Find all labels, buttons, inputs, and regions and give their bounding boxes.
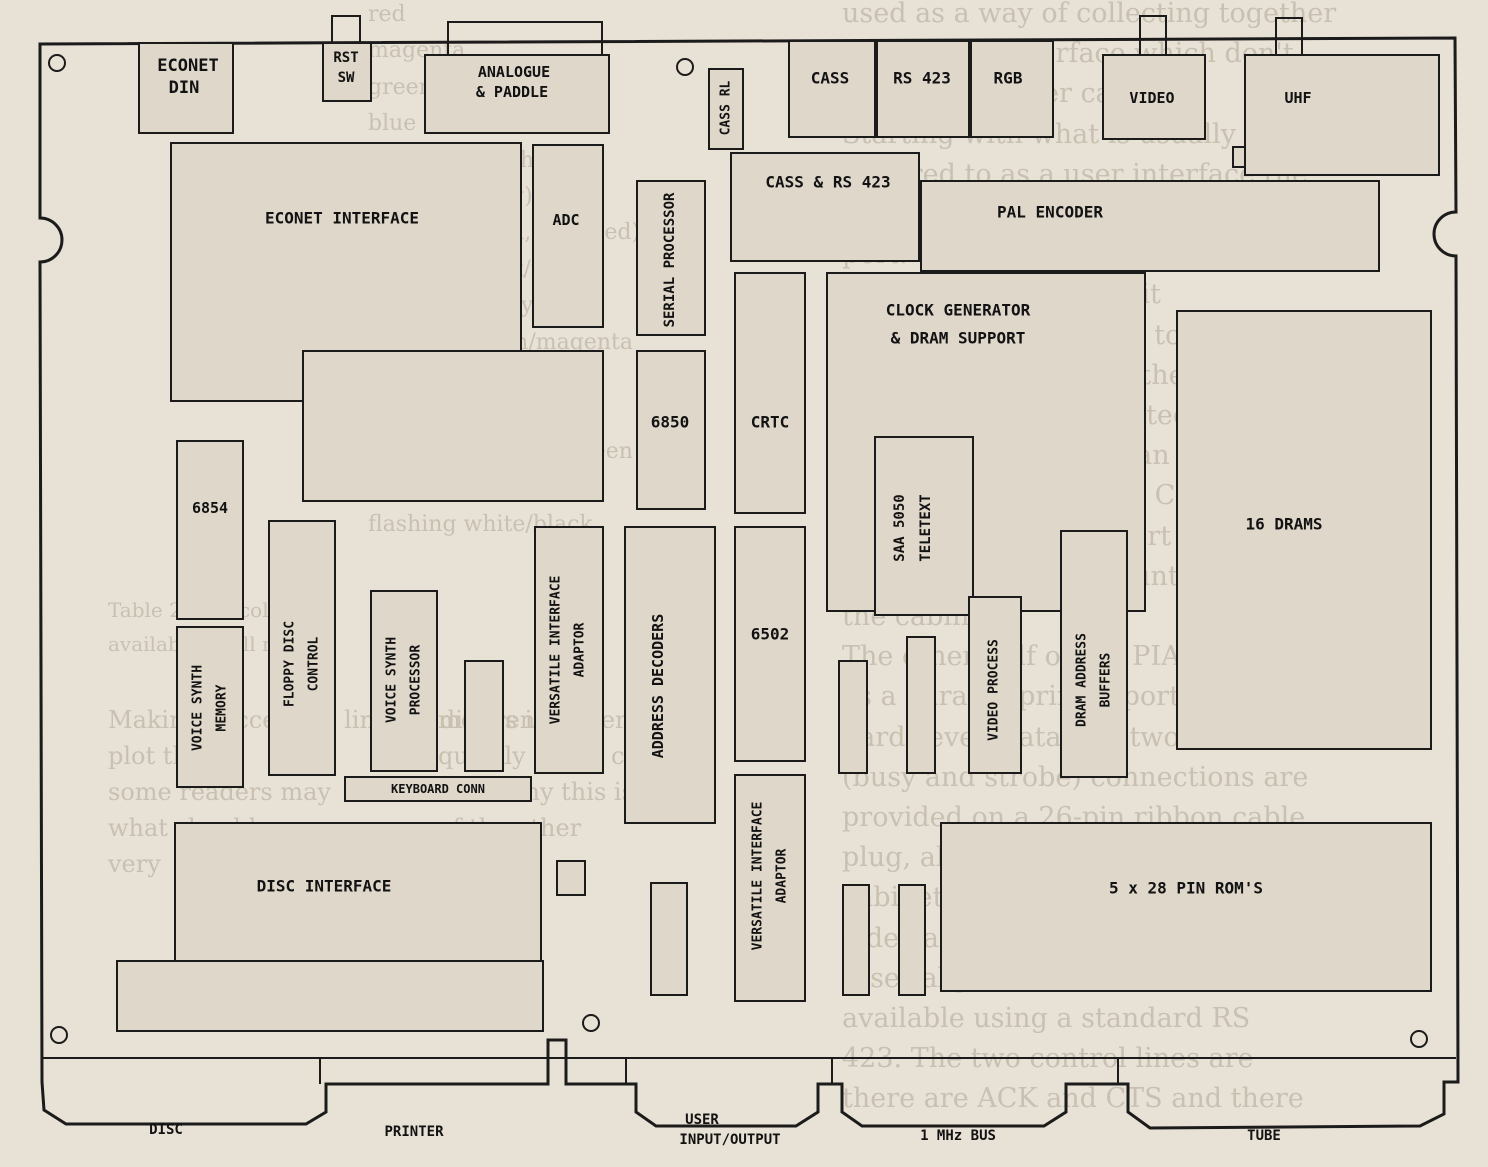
analogue-paddle-label-2: & PADDLE bbox=[475, 83, 549, 101]
video-tab bbox=[1139, 15, 1167, 57]
clock-generator-label-2: & DRAM SUPPORT bbox=[890, 328, 1026, 348]
crtc-label: CRTC bbox=[750, 412, 790, 432]
disc-interface bbox=[174, 822, 542, 962]
via-upper-label-1: VERSATILE INTERFACE bbox=[548, 575, 564, 725]
saa5050-teletext-chip bbox=[874, 436, 974, 616]
small-chip bbox=[464, 660, 504, 772]
rs423-label: RS 423 bbox=[893, 68, 951, 88]
dram-address-buffers-label-2: BUFFERS bbox=[1098, 652, 1114, 708]
versatile-interface-adaptor-lower bbox=[734, 774, 806, 1002]
rst-switch-tab bbox=[331, 15, 361, 45]
uhf-modulator bbox=[1244, 54, 1440, 176]
keyboard-conn-label: KEYBOARD CONN bbox=[391, 782, 485, 796]
chip-6850-label: 6850 bbox=[650, 412, 690, 432]
tube-edge-label: TUBE bbox=[1247, 1128, 1281, 1144]
uhf-tab-small bbox=[1232, 146, 1246, 168]
1mhz-bus-edge-label: 1 MHz BUS bbox=[920, 1128, 996, 1144]
mounting-hole bbox=[48, 54, 66, 72]
analogue-tab bbox=[447, 21, 603, 57]
mounting-hole bbox=[676, 58, 694, 76]
board-edge bbox=[38, 36, 1460, 1130]
saa5050-label-2: TELETEXT bbox=[918, 494, 934, 562]
printer-edge-label: PRINTER bbox=[384, 1124, 444, 1140]
chip-6854 bbox=[176, 440, 244, 620]
floppy-disc-control-label-1: FLOPPY DISC bbox=[282, 620, 298, 708]
adc-label: ADC bbox=[552, 211, 580, 229]
disc-interface-lower bbox=[116, 960, 544, 1032]
pal-encoder-label: PAL ENCODER bbox=[997, 202, 1103, 222]
disc-edge-label: DISC bbox=[149, 1122, 183, 1138]
disc-interface-label: DISC INTERFACE bbox=[256, 876, 392, 896]
econet-din-label-1: ECONET bbox=[157, 56, 219, 76]
address-decoders bbox=[624, 526, 716, 824]
small-chip bbox=[906, 636, 936, 774]
via-lower-label-1: VERSATILE INTERFACE bbox=[750, 801, 766, 951]
video-connector bbox=[1102, 54, 1206, 140]
small-chip bbox=[556, 860, 586, 896]
dram-address-buffers-label-1: DRAM ADDRESS bbox=[1074, 633, 1090, 727]
crtc-chip bbox=[734, 272, 806, 514]
keyboard-connector bbox=[344, 776, 532, 802]
reset-switch bbox=[322, 42, 372, 102]
rs423-connector bbox=[876, 40, 970, 138]
serial-processor-chip bbox=[636, 180, 706, 336]
small-chip bbox=[898, 884, 926, 996]
cass-rl-label: CASS RL bbox=[718, 80, 734, 136]
sixteen-drams bbox=[1176, 310, 1432, 750]
cpu-6502 bbox=[734, 526, 806, 762]
analogue-paddle-connector bbox=[424, 54, 610, 134]
mounting-hole bbox=[1410, 1030, 1428, 1048]
rgb-connector bbox=[970, 40, 1054, 138]
clock-generator-label-1: CLOCK GENERATOR bbox=[885, 300, 1031, 320]
small-chip bbox=[842, 884, 870, 996]
mounting-hole bbox=[582, 1014, 600, 1032]
versatile-interface-adaptor-upper bbox=[534, 526, 604, 774]
uhf-tab bbox=[1275, 17, 1303, 57]
uhf-label: UHF bbox=[1284, 89, 1312, 107]
video-label: VIDEO bbox=[1129, 89, 1175, 107]
cass-rs423-label: CASS & RS 423 bbox=[765, 172, 891, 192]
user-io-edge-label-1: USER bbox=[685, 1112, 719, 1128]
video-process bbox=[968, 596, 1022, 774]
user-io-edge-label-2: INPUT/OUTPUT bbox=[679, 1132, 781, 1148]
rst-sw-label-2: SW bbox=[337, 70, 355, 86]
econet-din-connector bbox=[138, 42, 234, 134]
cass-relay bbox=[708, 68, 744, 150]
mounting-hole bbox=[50, 1026, 68, 1044]
cass-rs423-interface bbox=[730, 152, 920, 262]
floppy-disc-control bbox=[268, 520, 336, 776]
roms-label: 5 x 28 PIN ROM'S bbox=[1108, 878, 1264, 898]
rom-sockets bbox=[940, 822, 1432, 992]
analogue-paddle-label-1: ANALOGUE bbox=[477, 63, 551, 81]
voice-synth-memory-label-1: VOICE SYNTH bbox=[190, 664, 206, 752]
cpu-6502-label: 6502 bbox=[750, 624, 790, 644]
chip-6850 bbox=[636, 350, 706, 510]
dram-address-buffers bbox=[1060, 530, 1128, 778]
adc-chip bbox=[532, 144, 604, 328]
voice-synth-memory bbox=[176, 626, 244, 788]
voice-synth-processor bbox=[370, 590, 438, 772]
econet-interface-lower bbox=[302, 350, 604, 502]
rst-sw-label-1: RST bbox=[333, 50, 359, 66]
cass-label: CASS bbox=[810, 68, 850, 88]
video-process-label: VIDEO PROCESS bbox=[986, 639, 1002, 741]
econet-din-label-2: DIN bbox=[168, 78, 200, 98]
via-lower-label-2: ADAPTOR bbox=[774, 848, 790, 904]
serial-processor-label: SERIAL PROCESSOR bbox=[662, 192, 678, 328]
floppy-disc-control-label-2: CONTROL bbox=[306, 636, 322, 692]
small-chip bbox=[650, 882, 688, 996]
voice-synth-processor-label-2: PROCESSOR bbox=[408, 644, 424, 716]
via-upper-label-2: ADAPTOR bbox=[572, 622, 588, 678]
pal-encoder bbox=[920, 180, 1380, 272]
rgb-label: RGB bbox=[993, 68, 1023, 88]
voice-synth-processor-label-1: VOICE SYNTH bbox=[384, 636, 400, 724]
address-decoders-label: ADDRESS DECODERS bbox=[649, 613, 667, 759]
voice-synth-memory-label-2: MEMORY bbox=[214, 684, 230, 732]
econet-interface-label: ECONET INTERFACE bbox=[264, 208, 420, 228]
small-chip bbox=[838, 660, 868, 774]
cass-connector bbox=[788, 40, 876, 138]
chip-6854-label: 6854 bbox=[191, 499, 229, 517]
saa5050-label-1: SAA 5050 bbox=[892, 494, 908, 562]
drams-label: 16 DRAMS bbox=[1245, 514, 1323, 534]
